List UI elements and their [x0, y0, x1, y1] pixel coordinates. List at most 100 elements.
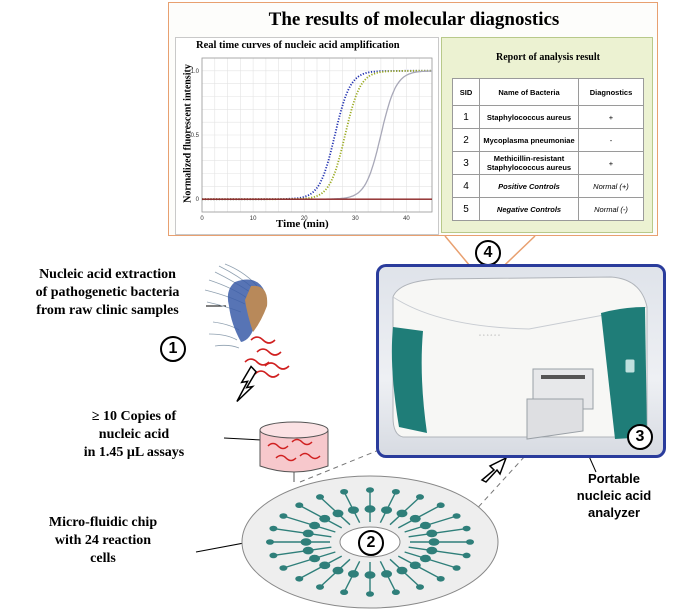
analyzer-device-illustration: ◦ ◦ ◦ ◦ ◦ ◦: [391, 276, 648, 440]
chip-line-3: cells: [90, 551, 116, 566]
chip-reaction-cell: [347, 506, 359, 514]
chip-reaction-cells: [266, 487, 474, 597]
chip-inlet-port: [340, 589, 349, 596]
chip-inlet-port: [452, 565, 461, 571]
amplification-chart: Real time curves of nucleic acid amplifi…: [175, 37, 439, 235]
analysis-report: Report of analysis result SID Name of Ba…: [441, 37, 653, 233]
chip-inlet-port: [269, 552, 278, 559]
extraction-line-2: of pathogenetic bacteria: [35, 285, 180, 300]
chip-channel: [273, 546, 332, 557]
step-4-badge: 4: [475, 240, 501, 266]
analyzer-line-1: Portable: [587, 471, 640, 486]
chip-inlet-port: [366, 487, 374, 493]
table-row: 3 Methicillin-resistant Staphylococcus a…: [452, 151, 644, 175]
row-diagnostics: Normal (-): [578, 197, 644, 221]
chip-reaction-cell: [302, 529, 314, 538]
chip-channel: [404, 551, 457, 569]
chip-inlet-port: [266, 539, 274, 545]
report-table: SID Name of Bacteria Diagnostics 1 Staph…: [452, 78, 644, 221]
step-3-badge: 3: [627, 424, 653, 450]
chip-inlet-port: [340, 488, 349, 495]
chip-reaction-cell: [426, 546, 438, 555]
table-row: 5 Negative Controls Normal (-): [452, 197, 644, 221]
analyzer-label: Portable nucleic acid analyzer: [558, 470, 670, 521]
chip-reaction-cell: [319, 514, 331, 523]
chip-inlet-port: [316, 494, 324, 500]
panel-title: The results of molecular diagnostics: [268, 9, 560, 30]
chip-inlet-port: [316, 584, 324, 590]
chip-inlet-port: [416, 584, 424, 590]
chip-reaction-cell: [381, 570, 393, 578]
chip-reaction-cell: [302, 546, 314, 555]
chip-channel: [404, 515, 457, 533]
chip-channel: [283, 515, 336, 533]
chip-inlet-port: [416, 494, 424, 500]
device-logo-icon: ◦ ◦ ◦ ◦ ◦ ◦: [479, 333, 500, 339]
copies-line-1: ≥ 10 Copies of: [91, 409, 177, 424]
chip-inlet-port: [295, 502, 304, 509]
chip-inlet-port: [462, 525, 471, 532]
reaction-cell-icon: [259, 421, 329, 482]
step-1-badge: 1: [160, 336, 186, 362]
chip-reaction-cell: [426, 529, 438, 538]
copies-line-3: in 1.45 μL assays: [83, 445, 185, 460]
chip-inlet-port: [436, 502, 445, 509]
chip-reaction-cell: [347, 570, 359, 578]
chip-reaction-cell: [332, 566, 344, 575]
y-tick-label: 0: [196, 197, 200, 203]
chip-inlet-port: [269, 525, 278, 532]
analyzer-line-2: nucleic acid: [576, 488, 652, 503]
row-bacteria-name: Mycoplasma pneumoniae: [479, 128, 579, 152]
row-bacteria-name: Negative Controls: [479, 197, 579, 221]
chip-reaction-cell: [309, 554, 321, 563]
chip-reaction-cell: [300, 538, 312, 546]
sample-illustration: [204, 263, 290, 378]
report-header-diagnostics: Diagnostics: [578, 78, 644, 106]
chip-reaction-cell: [364, 505, 376, 513]
analyzer-line-3: analyzer: [587, 505, 641, 520]
chip-inlet-port: [279, 513, 288, 519]
results-panel: The results of molecular diagnostics Rea…: [168, 2, 658, 236]
chip-reaction-cell: [396, 509, 408, 518]
chip-inlet-port: [466, 539, 474, 545]
series-line-2: [202, 69, 432, 201]
row-sid: 1: [452, 105, 480, 129]
report-title: Report of analysis result: [496, 52, 600, 63]
chip-label: Micro-fluidic chip with 24 reaction cell…: [8, 514, 198, 568]
chip-inlet-port: [391, 488, 400, 495]
row-sid: 5: [452, 197, 480, 221]
x-tick-label: 20: [301, 216, 308, 222]
chip-reaction-cell: [419, 521, 431, 530]
chip-inlet-port: [279, 565, 288, 571]
table-row: 4 Positive Controls Normal (+): [452, 174, 644, 198]
up-right-arrow-icon: [480, 456, 508, 483]
chip-inlet-port: [391, 589, 400, 596]
chip-reaction-cell: [409, 561, 421, 570]
chip-channel: [283, 551, 336, 569]
table-row: 2 Mycoplasma pneumoniae -: [452, 128, 644, 152]
chip-reaction-cell: [428, 538, 440, 546]
leader-copies: [223, 437, 263, 441]
copies-line-2: nucleic acid: [98, 427, 170, 442]
chip-line-1: Micro-fluidic chip: [48, 515, 158, 530]
chart-title: Real time curves of nucleic acid amplifi…: [196, 40, 400, 51]
chip-inlet-port: [452, 513, 461, 519]
x-tick-label: 10: [250, 216, 257, 222]
chip-line-2: with 24 reaction: [54, 533, 152, 548]
chip-reaction-cell: [409, 514, 421, 523]
chip-inlet-port: [462, 552, 471, 559]
chip-channel: [408, 527, 467, 538]
y-tick-label: 1.0: [191, 69, 200, 75]
chip-reaction-cell: [419, 554, 431, 563]
extraction-line-1: Nucleic acid extraction: [39, 267, 176, 282]
chip-inlet-port: [295, 575, 304, 582]
plot-frame: [201, 57, 433, 213]
chip-reaction-cell: [381, 506, 393, 514]
row-bacteria-name: Staphylococcus aureus: [479, 105, 579, 129]
down-arrow-icon: [236, 365, 257, 403]
chip-channel: [408, 546, 467, 557]
dna-strands-icon: [244, 336, 290, 378]
chip-reaction-cell: [396, 566, 408, 575]
row-bacteria-name: Methicillin-resistant Staphylococcus aur…: [479, 151, 579, 175]
